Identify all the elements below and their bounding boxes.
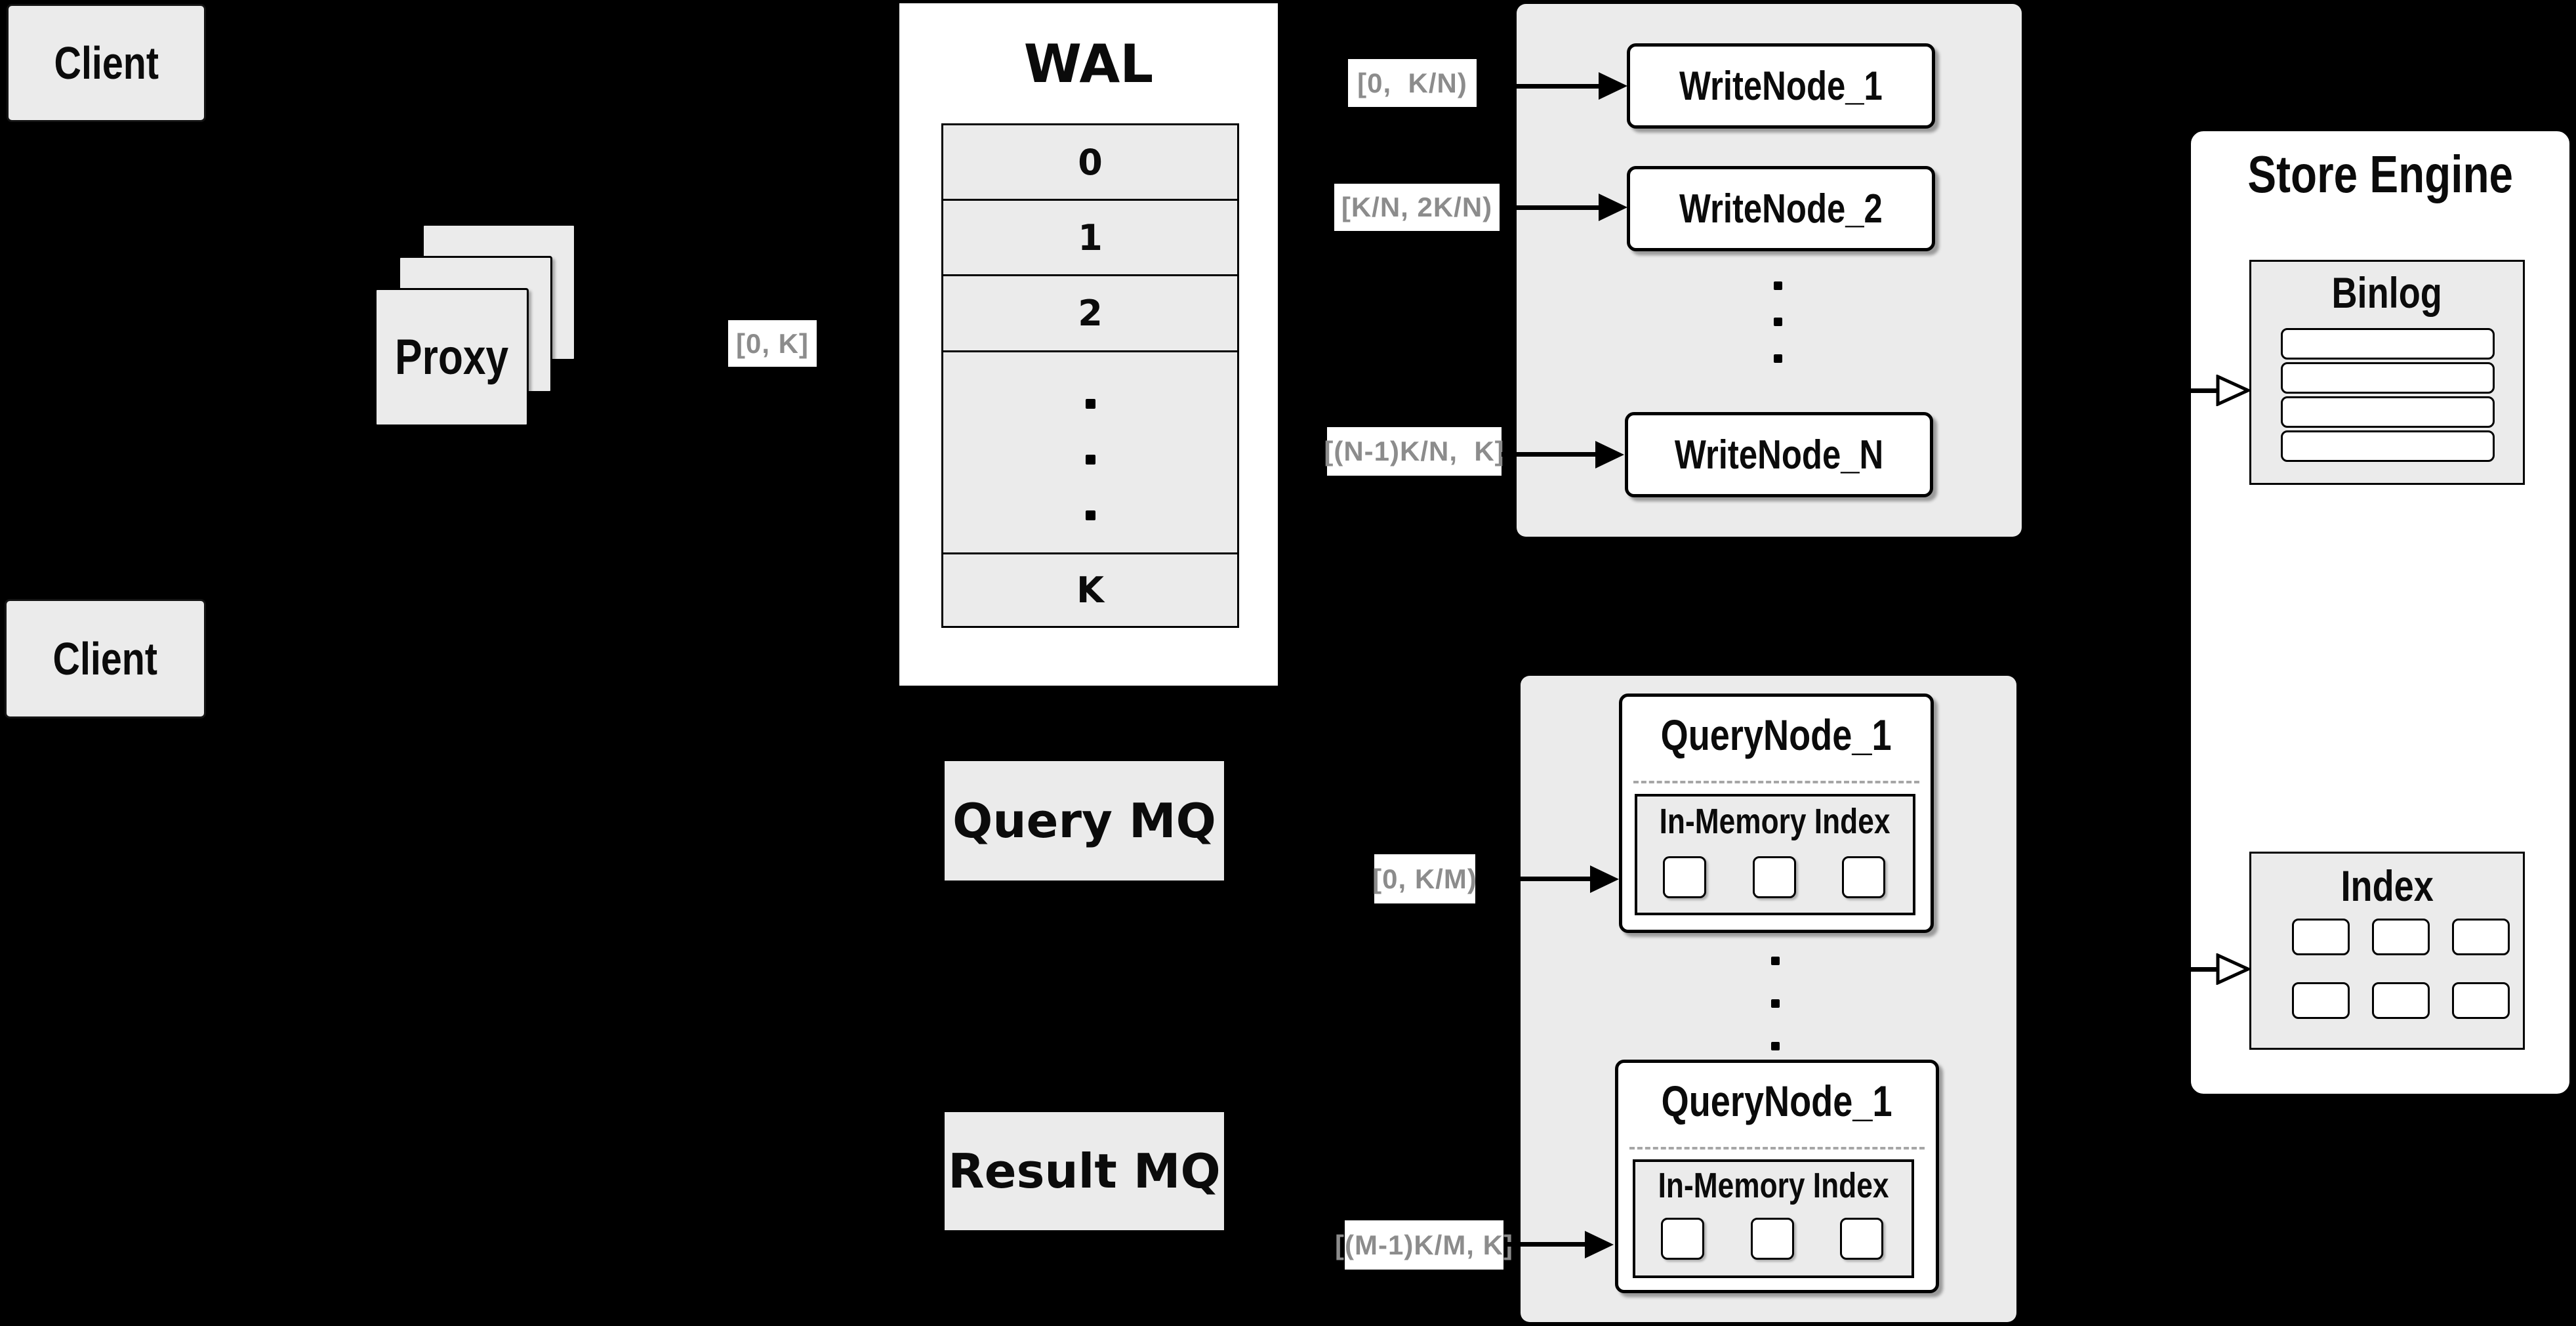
query-node-1-title-wrap: QueryNode_1 <box>1619 703 1934 766</box>
query-node-m-inmemory-title-wrap: In-Memory Index <box>1633 1163 1914 1209</box>
query-node-1-segment-cell <box>1753 856 1796 898</box>
write-node-n-label: WriteNode_N <box>1674 432 1884 478</box>
store-index-cell <box>2372 919 2430 955</box>
query-node-m-segment-cell <box>1751 1218 1794 1260</box>
query-mq-box: Query MQ <box>945 761 1224 881</box>
wal-row-ellipsis <box>941 350 1239 554</box>
wal-row-0-label: 0 <box>1078 141 1103 183</box>
write-nodes-ellipsis-dot <box>1774 318 1782 326</box>
arrow-to-index-open-head-icon <box>2216 953 2250 985</box>
query-node-m-title-wrap: QueryNode_1 <box>1615 1069 1939 1132</box>
query-node-1-dashed-divider <box>1633 781 1919 783</box>
query-node-m-segment-cell <box>1840 1218 1883 1260</box>
wal-vertical-ellipsis-dot <box>1086 510 1095 520</box>
proxy-label: Proxy <box>394 329 509 385</box>
range-label-proxy-out: [0, K] <box>728 320 817 367</box>
write-node-2-label: WriteNode_2 <box>1679 186 1883 232</box>
arrow-to-querynode-m-shaft <box>1503 1242 1585 1247</box>
wal-vertical-ellipsis-dot <box>1086 399 1095 409</box>
result-mq-box: Result MQ <box>945 1112 1224 1230</box>
range-label-writenode-1: [0, K/N) <box>1348 59 1477 107</box>
store-index-cell <box>2372 982 2430 1019</box>
wal-vertical-ellipsis-dot <box>1086 455 1095 465</box>
client-bottom-label: Client <box>52 633 158 684</box>
query-nodes-ellipsis-dot <box>1771 957 1780 965</box>
store-index-cell <box>2452 919 2510 955</box>
wal-title-wrap: WAL <box>897 33 1280 94</box>
query-nodes-ellipsis-dot <box>1771 999 1780 1008</box>
binlog-title-wrap: Binlog <box>2249 264 2525 321</box>
query-node-1-inmemory-title-wrap: In-Memory Index <box>1635 798 1915 845</box>
client-box-bottom: Client <box>5 599 206 718</box>
write-node-1-label: WriteNode_1 <box>1679 63 1883 109</box>
binlog-row <box>2281 430 2495 462</box>
proxy-card-front: Proxy <box>375 288 529 426</box>
arrow-to-writenode-n-shaft <box>1502 452 1597 457</box>
arrow-to-binlog-open-head-icon <box>2216 375 2250 406</box>
query-node-1-segment-cell <box>1842 856 1885 898</box>
store-index-title: Index <box>2341 861 2434 910</box>
binlog-title: Binlog <box>2331 268 2443 317</box>
store-index-cell <box>2452 982 2510 1019</box>
query-node-m-title: QueryNode_1 <box>1662 1076 1892 1125</box>
range-label-querynode-1: [0, K/M) <box>1372 854 1477 903</box>
binlog-row <box>2281 396 2495 428</box>
wal-row-k-label: K <box>1076 570 1104 611</box>
client-box-top: Client <box>7 4 206 122</box>
binlog-row <box>2281 362 2495 394</box>
result-mq-label: Result MQ <box>948 1144 1221 1199</box>
wal-row-1-label: 1 <box>1078 217 1103 259</box>
range-label-writenode-n: [(N-1)K/N, K] <box>1324 427 1504 476</box>
arrow-to-querynode-1-shaft <box>1476 877 1590 881</box>
wal-row-0: 0 <box>941 123 1239 201</box>
client-top-label: Client <box>54 37 159 89</box>
query-node-m-dashed-divider <box>1629 1147 1925 1150</box>
store-engine-title: Store Engine <box>2247 144 2513 203</box>
wal-title: WAL <box>1023 33 1154 94</box>
arrow-to-querynode-m-head-icon <box>1585 1231 1614 1258</box>
arrow-to-index-shaft <box>2189 967 2220 972</box>
arrow-to-binlog-shaft <box>2189 388 2220 393</box>
query-node-1-segment-cell <box>1663 856 1706 898</box>
binlog-row <box>2281 328 2495 360</box>
wal-row-2: 2 <box>941 274 1239 352</box>
store-index-cell <box>2292 919 2350 955</box>
write-nodes-ellipsis-dot <box>1774 354 1782 363</box>
query-node-m-segment-cell <box>1661 1218 1704 1260</box>
store-index-title-wrap: Index <box>2249 857 2525 915</box>
range-label-querynode-m: [(M-1)K/M, K] <box>1335 1220 1513 1270</box>
query-node-m-inmemory-title: In-Memory Index <box>1658 1166 1889 1205</box>
write-node-2-box: WriteNode_2 <box>1627 166 1935 251</box>
write-nodes-ellipsis-dot <box>1774 281 1782 290</box>
query-nodes-ellipsis-dot <box>1771 1042 1780 1050</box>
store-engine-title-wrap: Store Engine <box>2189 143 2571 205</box>
wal-row-1: 1 <box>941 199 1239 276</box>
arrow-to-writenode-2-shaft <box>1500 205 1600 210</box>
arrow-to-writenode-n-head-icon <box>1595 441 1624 468</box>
arrow-to-writenode-2-head-icon <box>1599 194 1627 221</box>
arrow-to-writenode-1-head-icon <box>1599 72 1627 100</box>
range-label-writenode-2: [K/N, 2K/N) <box>1334 184 1500 231</box>
store-index-cell <box>2292 982 2350 1019</box>
write-node-n-box: WriteNode_N <box>1625 412 1933 497</box>
query-mq-label: Query MQ <box>952 793 1216 848</box>
write-node-1-box: WriteNode_1 <box>1627 43 1935 129</box>
arrow-to-querynode-1-head-icon <box>1590 865 1619 893</box>
query-node-1-inmemory-title: In-Memory Index <box>1660 802 1891 841</box>
wal-row-2-label: 2 <box>1078 293 1103 334</box>
wal-row-k: K <box>941 552 1239 628</box>
arrow-to-writenode-1-shaft <box>1477 84 1600 89</box>
query-node-1-title: QueryNode_1 <box>1661 710 1892 759</box>
